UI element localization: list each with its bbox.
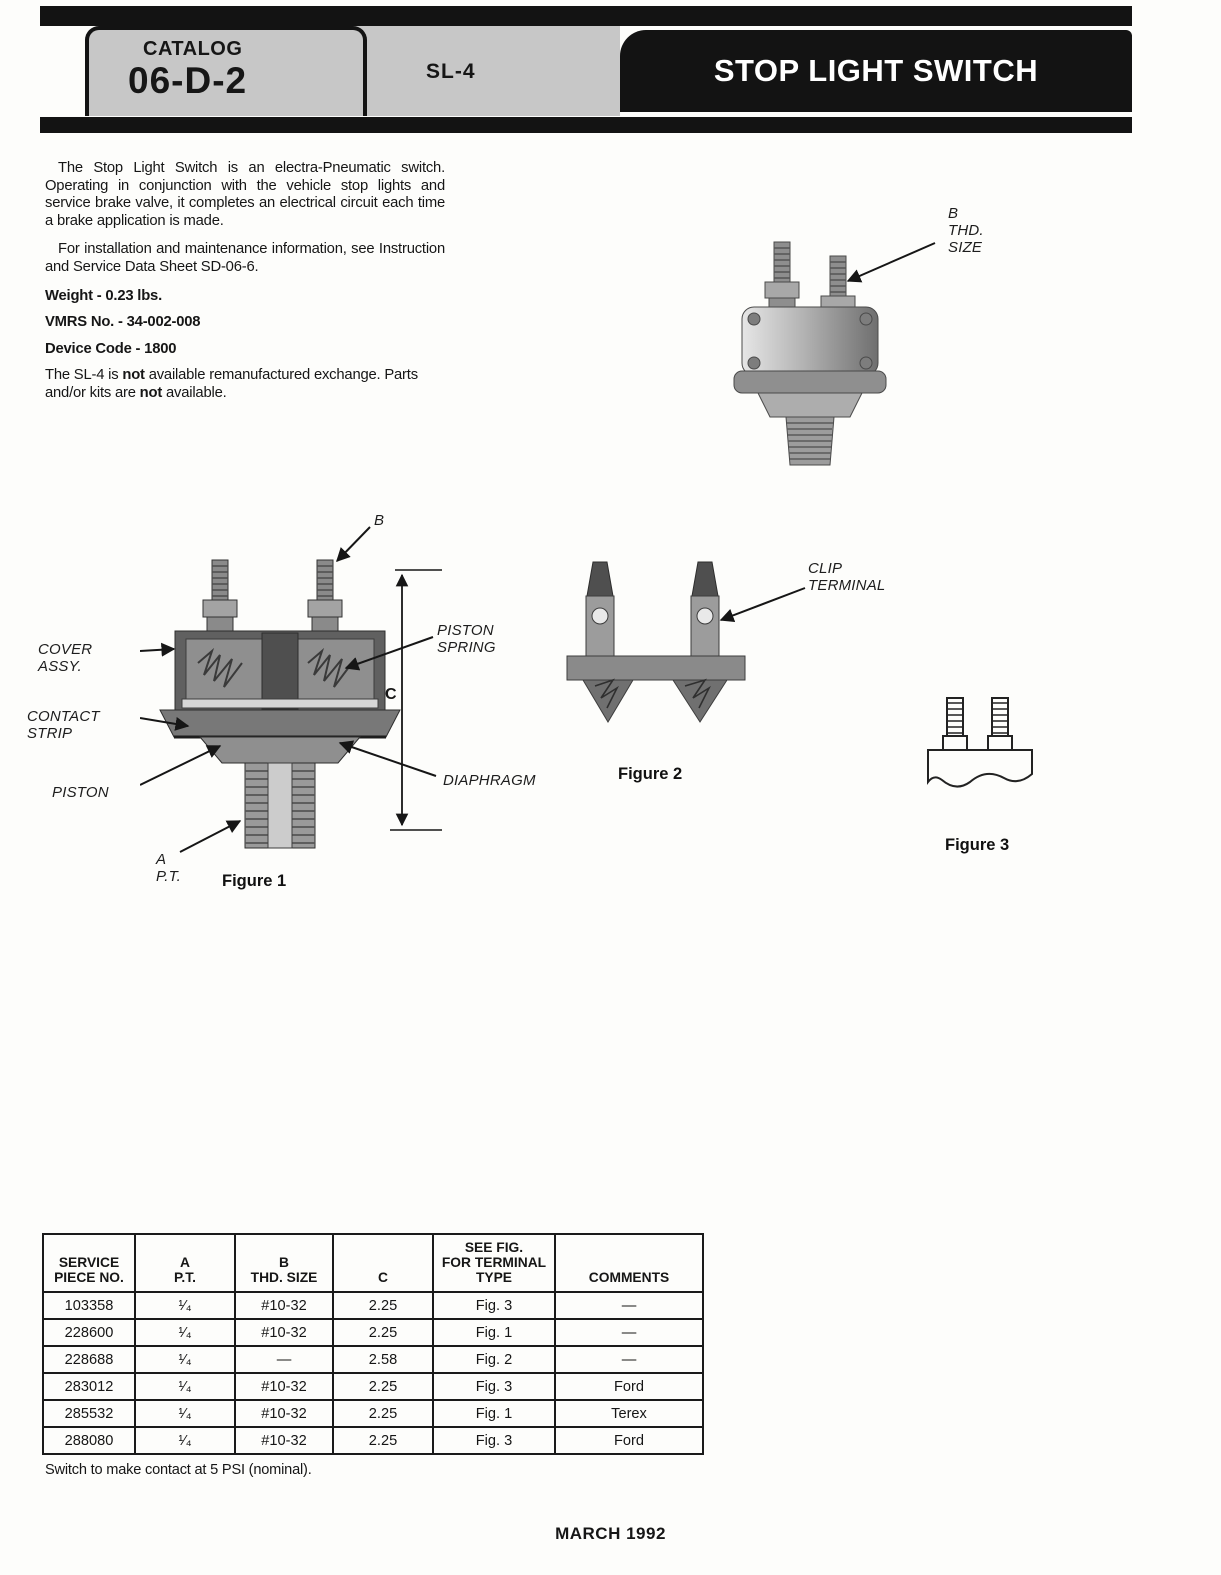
model-label: SL-4: [426, 60, 476, 83]
parts-table-cell: 2.25: [332, 1372, 434, 1401]
parts-table-cell: 228600: [42, 1318, 136, 1347]
figure1-label-b: B: [374, 512, 385, 529]
parts-table-cell: Fig. 1: [432, 1318, 556, 1347]
parts-table-cell: Fig. 2: [432, 1345, 556, 1374]
parts-table-cell: 2.25: [332, 1399, 434, 1428]
device-code-line: Device Code - 1800: [45, 340, 177, 357]
parts-table-cell: #10-32: [234, 1372, 334, 1401]
figure1-label-contact-strip: CONTACT STRIP: [27, 708, 100, 742]
parts-table-cell: #10-32: [234, 1291, 334, 1320]
figure1-illustration: [140, 526, 442, 853]
footer-date: MARCH 1992: [555, 1524, 666, 1543]
parts-table-header-cell: C: [332, 1233, 434, 1293]
photo-thread-size-label: B THD. SIZE: [948, 205, 984, 256]
page-title: STOP LIGHT SWITCH: [713, 53, 1039, 88]
parts-table-header-cell: B THD. SIZE: [234, 1233, 334, 1293]
parts-table-cell: Fig. 3: [432, 1372, 556, 1401]
parts-table-cell: #10-32: [234, 1426, 334, 1455]
parts-table-cell: Terex: [554, 1399, 704, 1428]
parts-table-cell: 2.25: [332, 1318, 434, 1347]
parts-table-header-cell: COMMENTS: [554, 1233, 704, 1293]
parts-table-cell: ¹⁄₄: [134, 1426, 236, 1455]
figure1-label-cover-assy: COVER ASSY.: [38, 641, 93, 675]
parts-table-cell: —: [234, 1345, 334, 1374]
figure1-label-diaphragm: DIAPHRAGM: [443, 772, 536, 789]
parts-table-header-cell: SERVICE PIECE NO.: [42, 1233, 136, 1293]
parts-table-cell: Ford: [554, 1426, 704, 1455]
figure1-label-piston-spring: PISTON SPRING: [437, 622, 496, 656]
intro-paragraph-2: For installation and maintenance informa…: [45, 241, 445, 275]
figure1-dimension-c: C: [385, 686, 397, 703]
intro-paragraph-1: The Stop Light Switch is an electra-Pneu…: [45, 160, 445, 229]
weight-line: Weight - 0.23 lbs.: [45, 287, 162, 304]
parts-table-cell: ¹⁄₄: [134, 1345, 236, 1374]
availability-part1: The SL-4 is: [45, 367, 123, 384]
table-footnote: Switch to make contact at 5 PSI (nominal…: [45, 1462, 312, 1478]
header-top-bar: [40, 6, 1132, 26]
catalog-number: 06-D-2: [128, 60, 248, 101]
parts-table-cell: Ford: [554, 1372, 704, 1401]
figure2-illustration: [566, 561, 806, 723]
parts-table-cell: Fig. 1: [432, 1399, 556, 1428]
figure1-label-piston: PISTON: [52, 784, 109, 801]
parts-table-cell: 2.25: [332, 1291, 434, 1320]
parts-table-cell: ¹⁄₄: [134, 1318, 236, 1347]
figure2-caption: Figure 2: [618, 765, 683, 783]
figure3-illustration: [927, 697, 1033, 788]
header-rule-bar: [40, 117, 1132, 133]
parts-table-cell: 2.25: [332, 1426, 434, 1455]
parts-table-cell: #10-32: [234, 1399, 334, 1428]
page-title-box: STOP LIGHT SWITCH: [620, 30, 1132, 112]
parts-table-cell: Fig. 3: [432, 1291, 556, 1320]
availability-part2: available remanufactured exchange. Parts…: [45, 367, 418, 401]
vmrs-line: VMRS No. - 34-002-008: [45, 314, 201, 331]
figure2-label-clip-terminal: CLIP TERMINAL: [808, 560, 886, 594]
parts-table-cell: —: [554, 1345, 704, 1374]
catalog-label: CATALOG: [143, 38, 243, 60]
availability-note: The SL-4 is not available remanufactured…: [45, 367, 445, 402]
parts-table-header-cell: SEE FIG. FOR TERMINAL TYPE: [432, 1233, 556, 1293]
parts-table-cell: ¹⁄₄: [134, 1399, 236, 1428]
availability-part3: available.: [162, 384, 227, 401]
parts-table-cell: 103358: [42, 1291, 136, 1320]
parts-table-cell: 285532: [42, 1399, 136, 1428]
figure3-caption: Figure 3: [945, 836, 1010, 854]
parts-table-header-cell: A P.T.: [134, 1233, 236, 1293]
parts-table-cell: —: [554, 1318, 704, 1347]
parts-table-cell: 228688: [42, 1345, 136, 1374]
parts-table-cell: #10-32: [234, 1318, 334, 1347]
availability-bold2: not: [139, 384, 163, 401]
figure1-label-a-pt: A P.T.: [156, 851, 181, 885]
figure1-caption: Figure 1: [222, 872, 287, 890]
parts-table-cell: ¹⁄₄: [134, 1372, 236, 1401]
switch-photo-illustration: [733, 241, 936, 466]
catalog-tab-outline: [85, 26, 367, 116]
availability-bold1: not: [122, 367, 145, 384]
parts-table-cell: Fig. 3: [432, 1426, 556, 1455]
parts-table-cell: 288080: [42, 1426, 136, 1455]
parts-table-cell: 283012: [42, 1372, 136, 1401]
parts-table-cell: ¹⁄₄: [134, 1291, 236, 1320]
parts-table-cell: 2.58: [332, 1345, 434, 1374]
intro-block: The Stop Light Switch is an electra-Pneu…: [45, 160, 445, 403]
header-gray-panel: [85, 26, 620, 116]
parts-table-cell: —: [554, 1291, 704, 1320]
